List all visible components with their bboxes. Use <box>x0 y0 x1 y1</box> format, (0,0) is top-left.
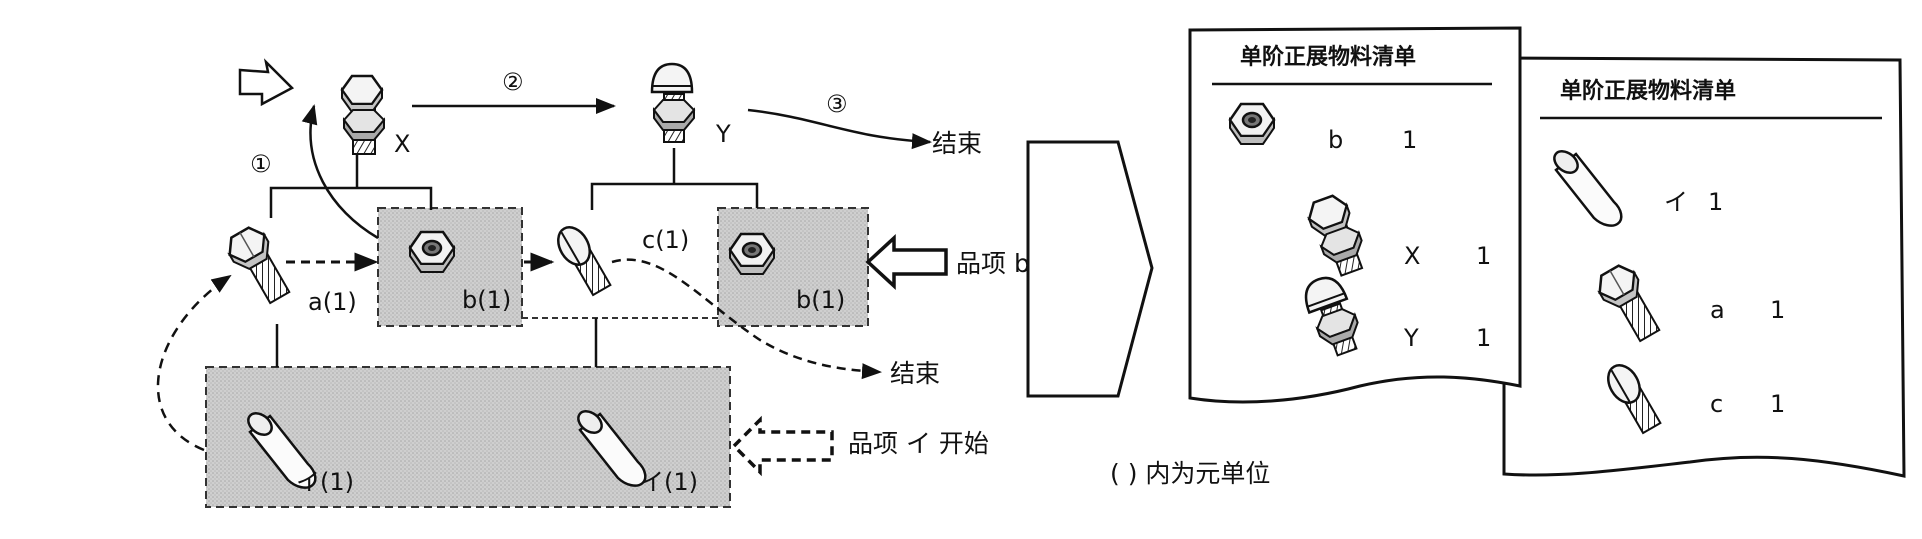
part-b-label-right: b(1) <box>796 286 845 314</box>
start-b-hollow-arrow <box>865 234 948 290</box>
assembly-y-label: Y <box>715 120 731 148</box>
product-structure-tree: X Y ② ③ ① a(1) b(1) c(1) b(1) イ(1) イ(1) … <box>156 58 1270 508</box>
bom1-row1-qty: 1 <box>1402 126 1417 154</box>
bom-list-1-title: 单阶正展物料清单 <box>1240 44 1416 70</box>
entry-hollow-arrow <box>238 58 295 107</box>
process-arrow-shape <box>1026 140 1154 398</box>
step-1-label: ① <box>250 150 272 178</box>
end-label-top: 结束 <box>932 129 982 158</box>
dashed-arrow-c-to-end <box>611 258 882 380</box>
part-b-nut-icon-right <box>728 232 776 276</box>
part-a-bolt-icon <box>221 221 297 310</box>
part-b-nut-icon-left <box>408 230 456 274</box>
assembly-x-label: X <box>394 130 410 158</box>
part-i-label-right: イ(1) <box>640 468 698 496</box>
bom-list-1: 单阶正展物料清单 b 1 X 1 Y 1 <box>1188 26 1522 404</box>
step-3-label: ③ <box>826 90 848 118</box>
part-i-label-left: イ(1) <box>296 468 354 496</box>
part-a-label: a(1) <box>308 288 357 316</box>
bom1-nut-icon <box>1228 102 1276 146</box>
part-c-label: c(1) <box>642 226 689 254</box>
bom2-row3-qty: 1 <box>1770 390 1785 418</box>
bom1-row2-item: X <box>1404 242 1420 270</box>
flow-arrow-1 <box>301 104 379 240</box>
bom2-row3-item: c <box>1710 390 1723 418</box>
step-2-label: ② <box>502 68 524 96</box>
part-b-box-left <box>377 207 523 327</box>
end-label-bottom: 结束 <box>890 359 940 388</box>
bom-list-2: 单阶正展物料清单 イ 1 a 1 c 1 <box>1502 56 1906 478</box>
assembly-y-icon <box>650 62 696 144</box>
bom1-row3-item: Y <box>1403 324 1419 352</box>
part-c-screw-icon <box>550 220 614 300</box>
bom2-row2-item: a <box>1710 296 1725 324</box>
bom1-row2-qty: 1 <box>1476 242 1491 270</box>
bom1-row1-item: b <box>1328 126 1343 154</box>
start-i-label: 品项 イ 开始 <box>848 429 989 458</box>
bom-list-2-title: 单阶正展物料清单 <box>1560 78 1736 104</box>
bom2-row1-qty: 1 <box>1708 188 1723 216</box>
assembly-x-icon <box>340 74 386 156</box>
bom2-row1-item: イ <box>1664 188 1688 216</box>
bom1-row3-qty: 1 <box>1476 324 1491 352</box>
bom2-row2-qty: 1 <box>1770 296 1785 324</box>
part-b-label-left: b(1) <box>462 286 511 314</box>
unit-note: ( ) 内为元单位 <box>1110 459 1270 488</box>
start-i-dashed-arrow <box>731 415 834 477</box>
flow-arrow-3 <box>747 108 932 150</box>
